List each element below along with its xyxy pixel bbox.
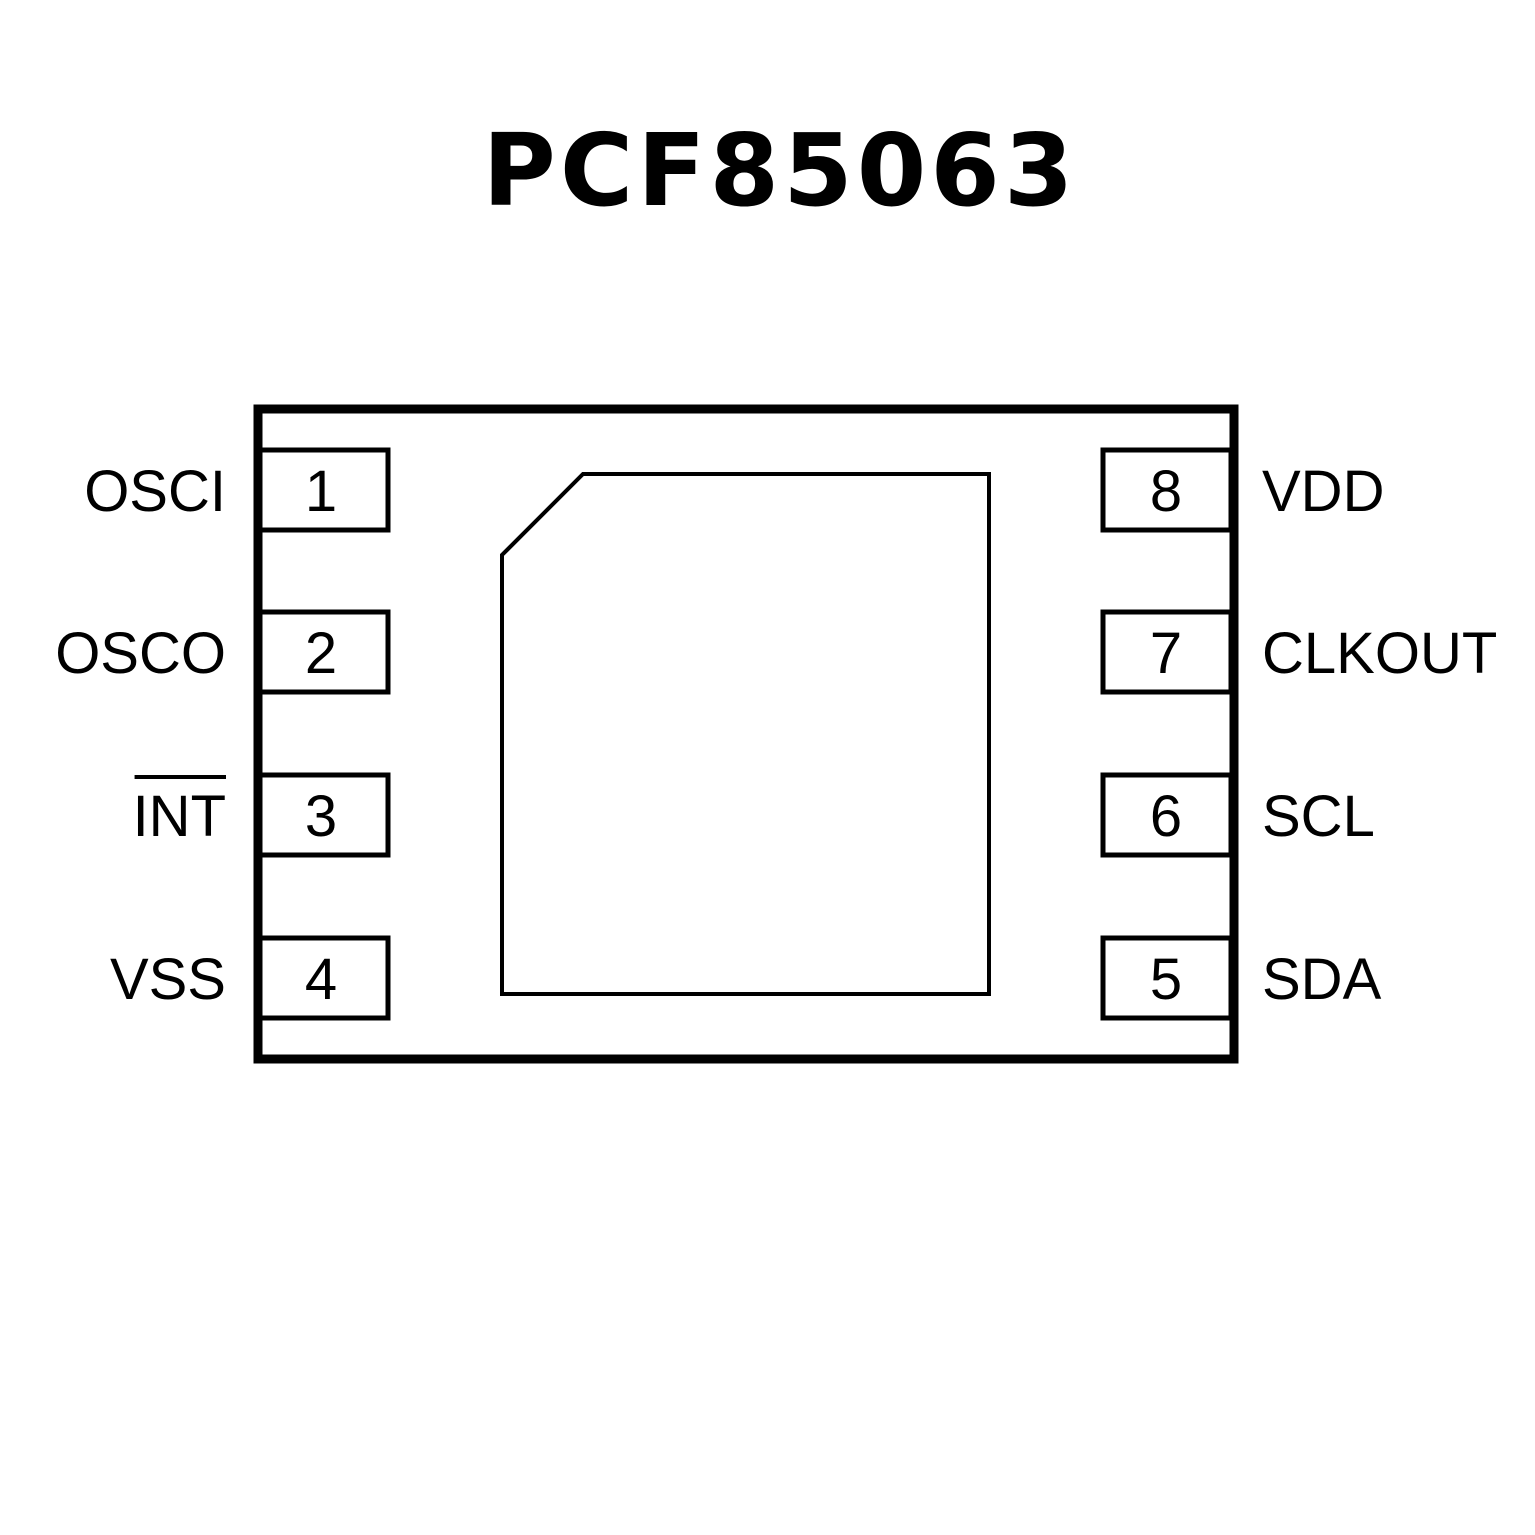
pin-number-3: 3 xyxy=(305,784,337,849)
pin-label-sda: SDA xyxy=(1262,947,1382,1012)
pin-label-osci: OSCI xyxy=(84,459,226,524)
pin-label-vss: VSS xyxy=(110,947,226,1012)
pin-number-4: 4 xyxy=(305,947,337,1012)
pin-pad-3 xyxy=(257,772,391,858)
pin-pad-5 xyxy=(1100,935,1234,1021)
pin-pad-2 xyxy=(257,609,391,695)
pin-number-2: 2 xyxy=(305,621,337,686)
pin-pad-1 xyxy=(257,447,391,533)
package-outline xyxy=(253,404,1239,1064)
pin-number-6: 6 xyxy=(1150,784,1182,849)
pin-pad-7 xyxy=(1100,609,1234,695)
pin-number-1: 1 xyxy=(305,459,337,524)
pin-label-osco: OSCO xyxy=(55,621,226,686)
pin-pad-6 xyxy=(1100,772,1234,858)
exposed-pad xyxy=(500,472,991,996)
pin-label-int: INT xyxy=(133,784,226,849)
pin-number-8: 8 xyxy=(1150,459,1182,524)
pin-pad-8 xyxy=(1100,447,1234,533)
chip-title: PCF85063 xyxy=(483,112,1078,229)
pin-pad-4 xyxy=(257,935,391,1021)
pin-number-5: 5 xyxy=(1150,947,1182,1012)
pin-label-scl: SCL xyxy=(1262,784,1375,849)
pin-label-clkout: CLKOUT xyxy=(1262,621,1497,686)
pin-label-vdd: VDD xyxy=(1262,459,1384,524)
left-pin-column: 1 OSCI 2 OSCO 3 INT 4 VSS xyxy=(55,447,391,1021)
right-pin-column: 8 VDD 7 CLKOUT 6 SCL 5 SDA xyxy=(1100,447,1497,1021)
pin-number-7: 7 xyxy=(1150,621,1182,686)
